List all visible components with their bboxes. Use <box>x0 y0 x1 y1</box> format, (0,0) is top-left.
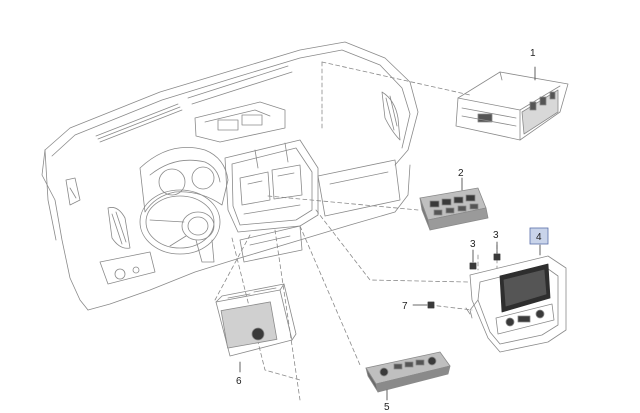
part-3-fasteners <box>469 241 501 270</box>
instrument-panel <box>41 41 419 311</box>
callout-2: 2 <box>458 168 464 179</box>
callout-5: 5 <box>384 402 390 413</box>
part-2-control-panel <box>419 177 489 231</box>
callout-4-highlight <box>529 227 549 245</box>
callout-labels: 1 2 3 3 4 5 6 7 <box>236 48 549 413</box>
callout-4: 4 <box>536 232 542 243</box>
callout-3a: 3 <box>470 239 476 250</box>
callout-6: 6 <box>236 376 242 387</box>
callout-3b: 3 <box>493 230 499 241</box>
part-6-control-module <box>215 283 297 373</box>
part-4-display-bezel <box>465 244 567 353</box>
part-5-hvac-control <box>365 351 451 401</box>
dashed-leaders <box>214 61 498 401</box>
part-7-screw <box>412 301 435 309</box>
part-1-receiver-module <box>455 66 569 141</box>
callout-1: 1 <box>530 48 536 59</box>
callout-7: 7 <box>402 301 408 312</box>
